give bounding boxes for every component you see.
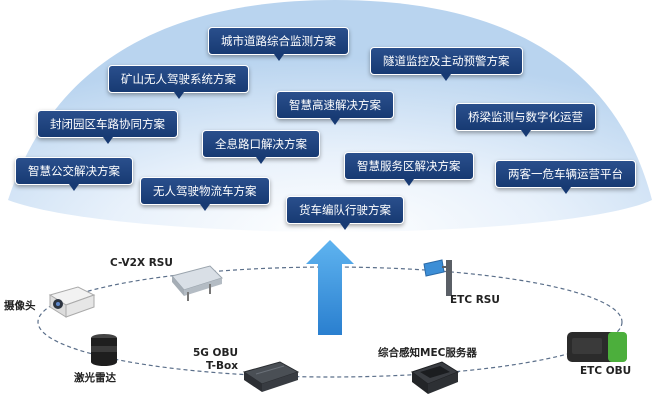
etc-obu-label: ETC OBU [580, 365, 632, 377]
solution-driverless-logistics: 无人驾驶物流车方案 [140, 177, 270, 211]
etc-rsu-device-icon [423, 259, 452, 296]
solution-mining-autonomous-driving: 矿山无人驾驶系统方案 [108, 65, 249, 99]
solution-holographic-intersection: 全息路口解决方案 [202, 130, 320, 164]
camera-label: 摄像头 [4, 300, 36, 312]
obu-5g-label-line1: 5G OBU [192, 347, 238, 359]
solution-city-road-monitoring: 城市道路综合监测方案 [208, 27, 349, 61]
lidar-label: 激光雷达 [74, 372, 116, 384]
solution-smart-service-area: 智慧服务区解决方案 [344, 152, 474, 186]
obu-5g-label-line2: T-Box [206, 360, 238, 372]
solution-closed-park-v2x: 封闭园区车路协同方案 [37, 110, 178, 144]
etc-rsu-label: ETC RSU [450, 294, 500, 306]
solution-smart-highway: 智慧高速解决方案 [276, 91, 394, 125]
lidar-device-icon [91, 334, 117, 366]
obu-5g-label: 5G OBU T-Box [186, 347, 238, 373]
mec-server-device-icon [410, 361, 460, 394]
cv2x-rsu-label: C-V2X RSU [110, 257, 173, 269]
solution-truck-platooning: 货车编队行驶方案 [286, 196, 404, 230]
camera-device-icon [48, 286, 96, 318]
solution-smart-bus: 智慧公交解决方案 [15, 157, 133, 191]
mec-server-label: 综合感知MEC服务器 [378, 347, 477, 359]
cv2x-rsu-device-icon [171, 265, 223, 301]
obu-5g-tbox-device-icon [242, 361, 300, 392]
upward-arrow-icon [306, 240, 354, 335]
solution-hazardous-vehicle-platform: 两客一危车辆运营平台 [495, 160, 636, 194]
solution-tunnel-monitoring-warning: 隧道监控及主动预警方案 [370, 47, 523, 81]
solution-bridge-monitoring: 桥梁监测与数字化运营 [455, 103, 596, 137]
etc-obu-device-icon [567, 332, 627, 362]
